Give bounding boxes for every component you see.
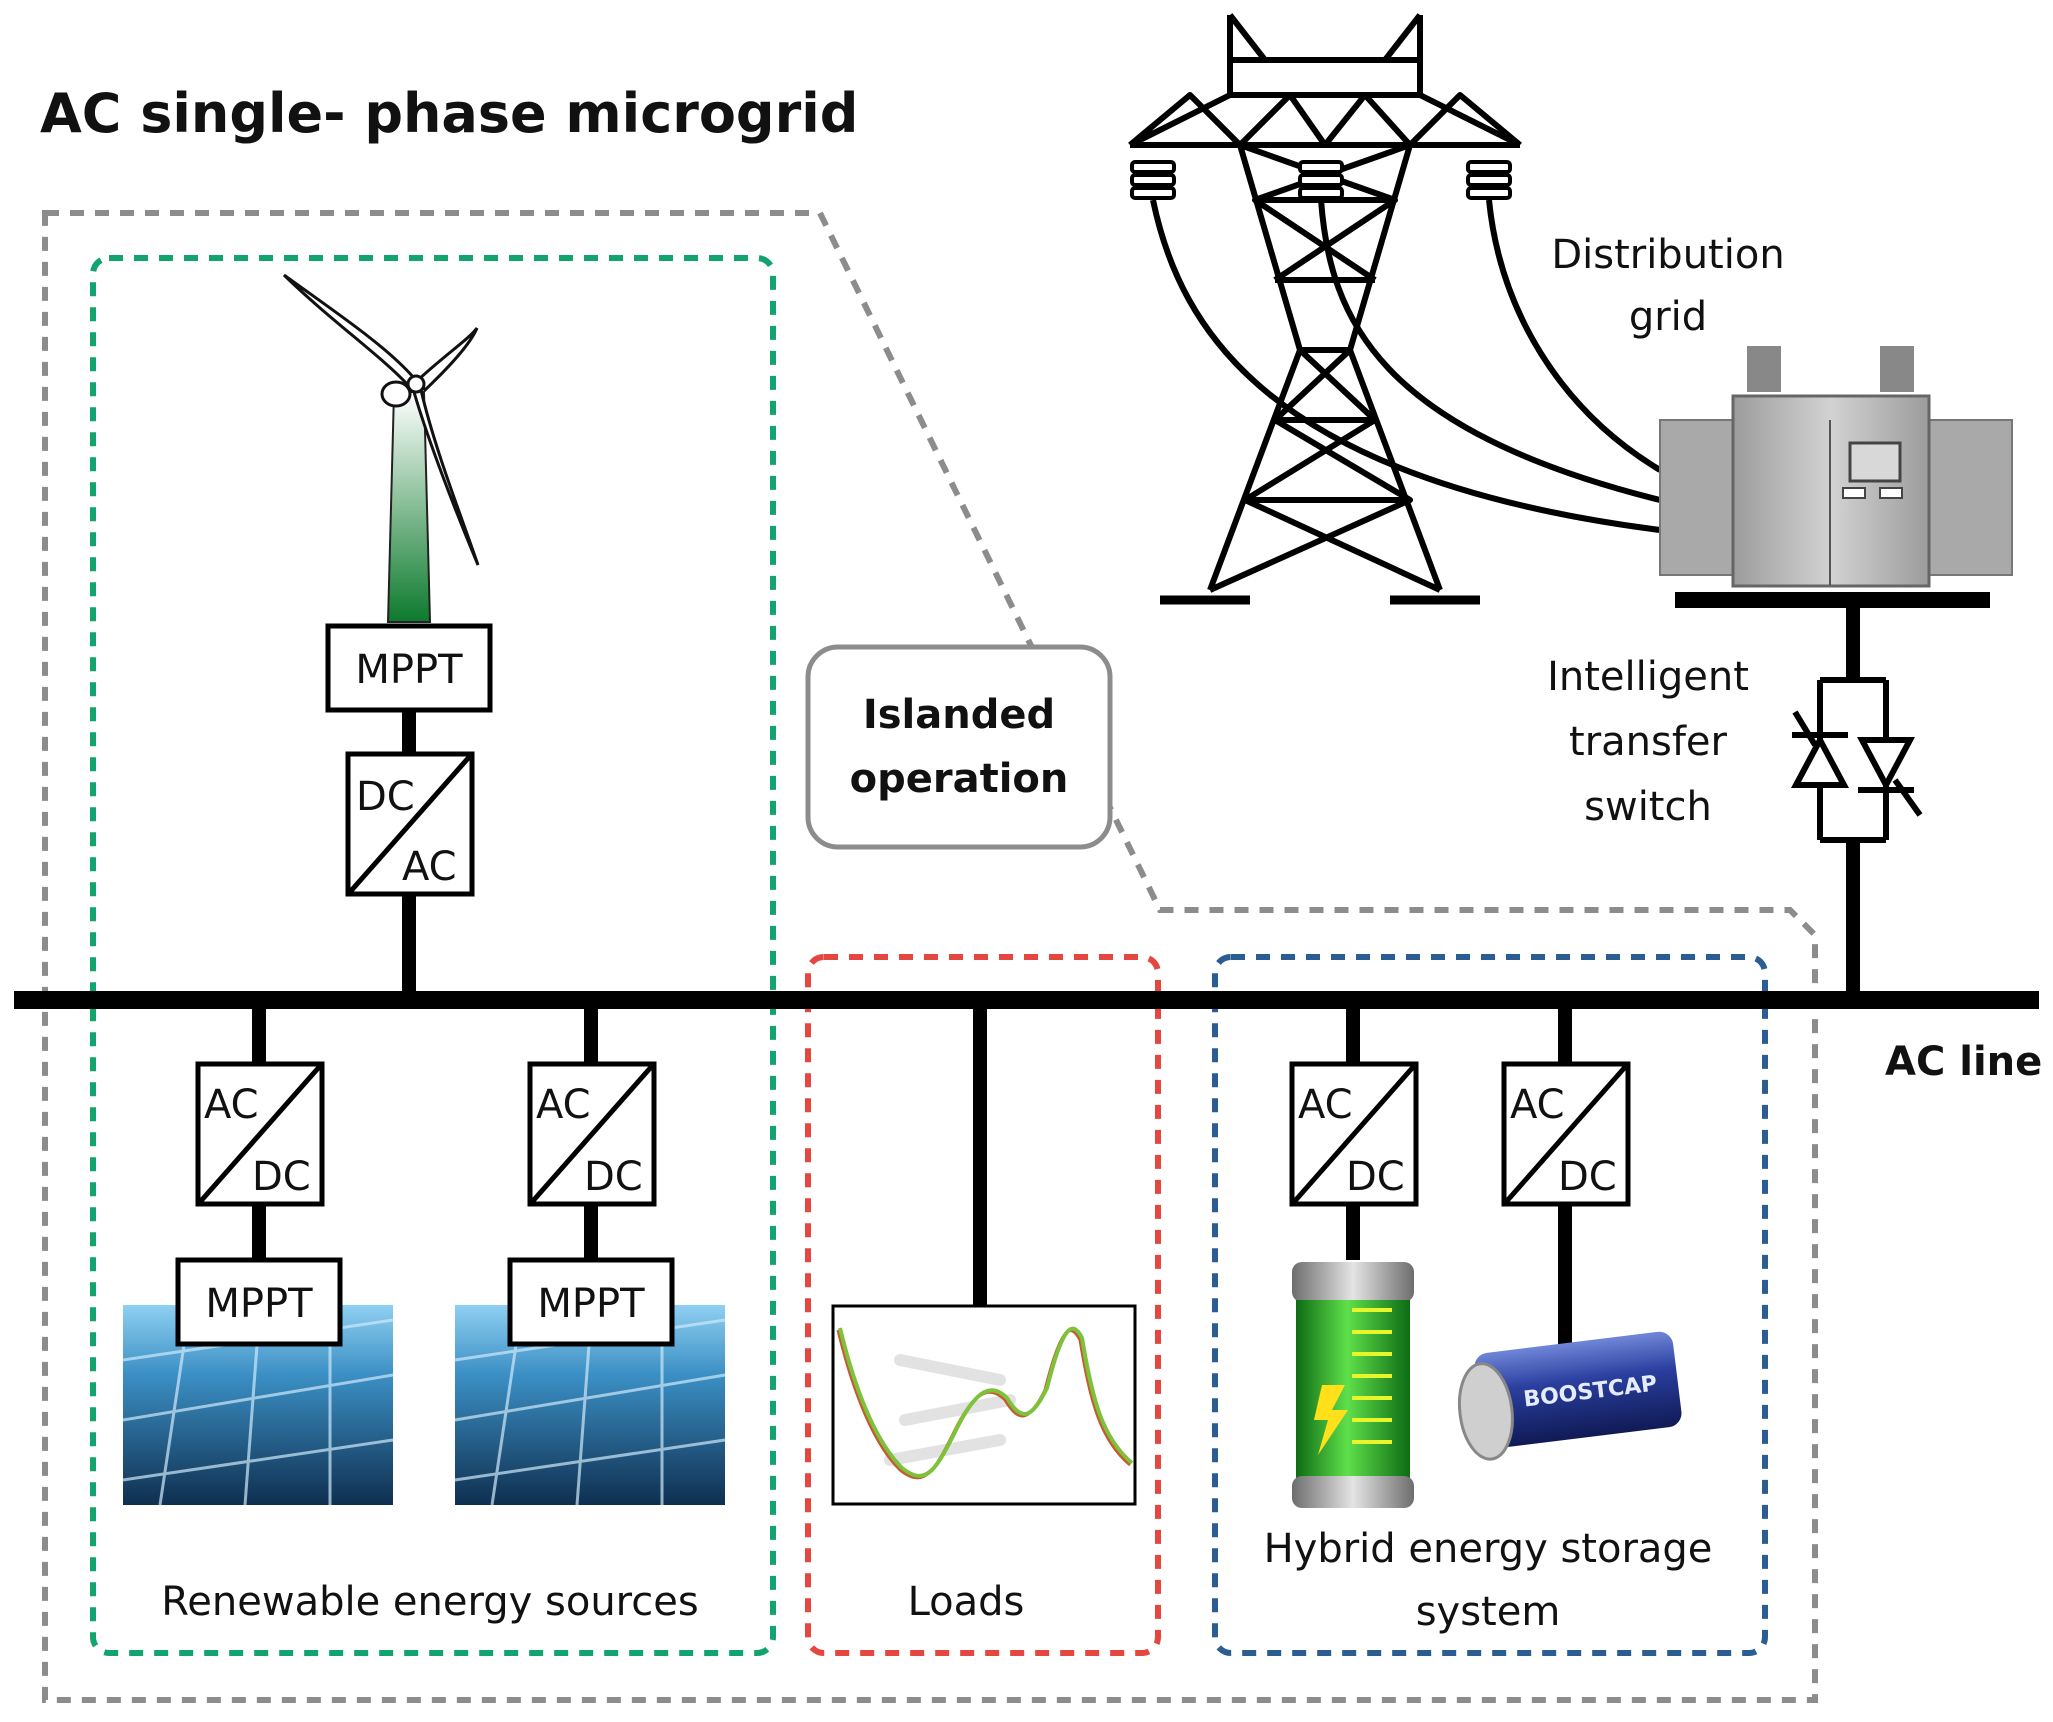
- storage-boundary: [1212, 954, 1768, 1656]
- ac-bus-line: [14, 991, 2039, 1009]
- thyristor-switch-icon: [1791, 677, 1923, 843]
- battery-ac-label: AC: [1298, 1082, 1353, 1128]
- wind-bus-connector: [402, 894, 416, 994]
- renewable-label: Renewable energy sources: [161, 1579, 698, 1625]
- battery-converter-slash: [1292, 1064, 1416, 1204]
- supercap-dc-label: DC: [1558, 1154, 1617, 1200]
- storage-label-line1: Hybrid energy storage: [1264, 1526, 1713, 1572]
- wind-mppt-block: [325, 623, 493, 713]
- loads-connector: [973, 1008, 987, 1306]
- pv1-mppt-label: MPPT: [205, 1281, 313, 1327]
- pv2-bus-connector: [584, 1008, 598, 1064]
- islanded-operation-box: [805, 644, 1113, 850]
- transmission-tower-icon: [1128, 13, 1522, 605]
- wind-connector: [402, 710, 416, 754]
- switch-label-line3: switch: [1584, 784, 1712, 830]
- supercapacitor-icon: BOOSTCAP: [1457, 1331, 1682, 1461]
- transformer-icon: [1659, 346, 2013, 588]
- battery-bus-connector: [1346, 1008, 1360, 1064]
- loads-boundary: [805, 954, 1161, 1656]
- switch-connector-bottom: [1846, 840, 1860, 993]
- pv2-converter-slash: [530, 1064, 654, 1204]
- insulator-icon: [1130, 160, 1512, 200]
- wind-converter-slash: [348, 754, 472, 894]
- pv1-bus-connector: [252, 1008, 266, 1064]
- pv1-ac-label: AC: [204, 1082, 259, 1128]
- power-cables: [1150, 199, 1662, 533]
- microgrid-boundary: [42, 210, 1818, 1703]
- battery-connector: [1346, 1204, 1360, 1260]
- pv2-dc-label: DC: [584, 1154, 643, 1200]
- distribution-grid-label-line1: Distribution: [1551, 232, 1784, 278]
- battery-icon: [1292, 1262, 1414, 1508]
- islanded-label-line2: operation: [850, 756, 1069, 802]
- battery-dc-label: DC: [1346, 1154, 1405, 1200]
- loads-label: Loads: [908, 1579, 1025, 1625]
- supercap-converter-slash: [1504, 1064, 1628, 1204]
- pv1-dc-label: DC: [252, 1154, 311, 1200]
- load-profile-icon: [831, 1304, 1137, 1506]
- pv2-connector: [584, 1204, 598, 1260]
- renewable-boundary: [90, 255, 776, 1656]
- pv2-mppt-label: MPPT: [537, 1281, 645, 1327]
- distribution-grid-label-line2: grid: [1629, 294, 1707, 340]
- diagram-title: AC single- phase microgrid: [40, 82, 858, 145]
- wind-dc-label: DC: [356, 774, 415, 820]
- supercap-bus-connector: [1558, 1008, 1572, 1064]
- switch-connector-top: [1846, 608, 1860, 680]
- switch-label-line2: transfer: [1569, 719, 1728, 765]
- supercap-connector: [1558, 1204, 1572, 1344]
- pv1-mppt-block: [175, 1257, 343, 1347]
- storage-label-line2: system: [1416, 1589, 1561, 1635]
- wind-turbine-icon: [282, 273, 480, 623]
- pv2-mppt-block: [507, 1257, 675, 1347]
- switch-label-line1: Intelligent: [1547, 654, 1749, 700]
- supercap-ac-label: AC: [1510, 1082, 1565, 1128]
- wind-ac-label: AC: [402, 844, 457, 890]
- islanded-label-line1: Islanded: [863, 692, 1055, 738]
- pv1-connector: [252, 1204, 266, 1260]
- wind-mppt-label: MPPT: [355, 647, 463, 693]
- ac-line-label: AC line: [1885, 1039, 2042, 1085]
- pv2-ac-label: AC: [536, 1082, 591, 1128]
- transformer-base: [1675, 592, 1990, 608]
- pv1-converter-slash: [198, 1064, 322, 1204]
